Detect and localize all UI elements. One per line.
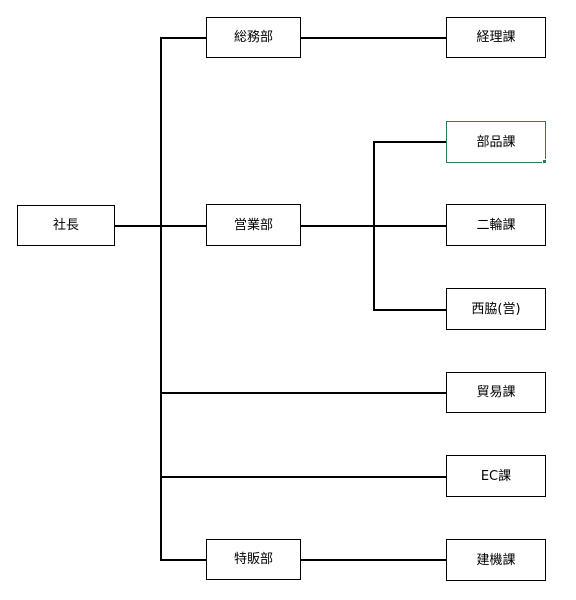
parts-label: 部品課 [476, 134, 516, 150]
special-sales-label: 特販部 [233, 552, 273, 567]
branch-to-trade-line [160, 392, 446, 394]
parts-box[interactable]: 部品課 [446, 121, 546, 163]
ec-label: EC課 [480, 468, 512, 484]
accounting-label: 経理課 [476, 30, 516, 45]
sales-sub-to-nishiwaki-line [373, 309, 446, 311]
selection-handle-icon[interactable] [542, 159, 547, 164]
branch-to-sales-line [160, 225, 206, 227]
sales-box[interactable]: 営業部 [206, 204, 301, 246]
general-affairs-box[interactable]: 総務部 [206, 17, 301, 58]
general-affairs-label: 総務部 [233, 30, 273, 45]
general-affairs-to-accounting-line [301, 37, 446, 39]
sales-label: 営業部 [233, 217, 273, 233]
branch-to-special-sales-line [160, 559, 206, 561]
sales-sub-vertical-line [373, 141, 375, 311]
special-sales-box[interactable]: 特販部 [206, 539, 301, 580]
machinery-label: 建機課 [476, 552, 516, 568]
trade-box[interactable]: 貿易課 [446, 372, 546, 413]
president-label: 社長 [52, 218, 79, 233]
accounting-box[interactable]: 経理課 [446, 17, 546, 58]
sales-sub-to-parts-line [373, 141, 446, 143]
machinery-box[interactable]: 建機課 [446, 539, 546, 581]
main-vertical-branch-line [160, 37, 162, 561]
special-sales-to-machinery-line [301, 559, 446, 561]
two-wheel-label: 二輪課 [476, 217, 516, 233]
nishiwaki-box[interactable]: 西脇(営) [446, 288, 546, 330]
president-to-main-branch-line [115, 225, 162, 227]
ec-box[interactable]: EC課 [446, 455, 546, 497]
nishiwaki-label: 西脇(営) [471, 301, 521, 317]
two-wheel-box[interactable]: 二輪課 [446, 204, 546, 246]
branch-to-ec-line [160, 476, 446, 478]
trade-label: 貿易課 [476, 385, 516, 400]
president-box[interactable]: 社長 [17, 205, 115, 246]
branch-to-general-affairs-line [160, 37, 206, 39]
